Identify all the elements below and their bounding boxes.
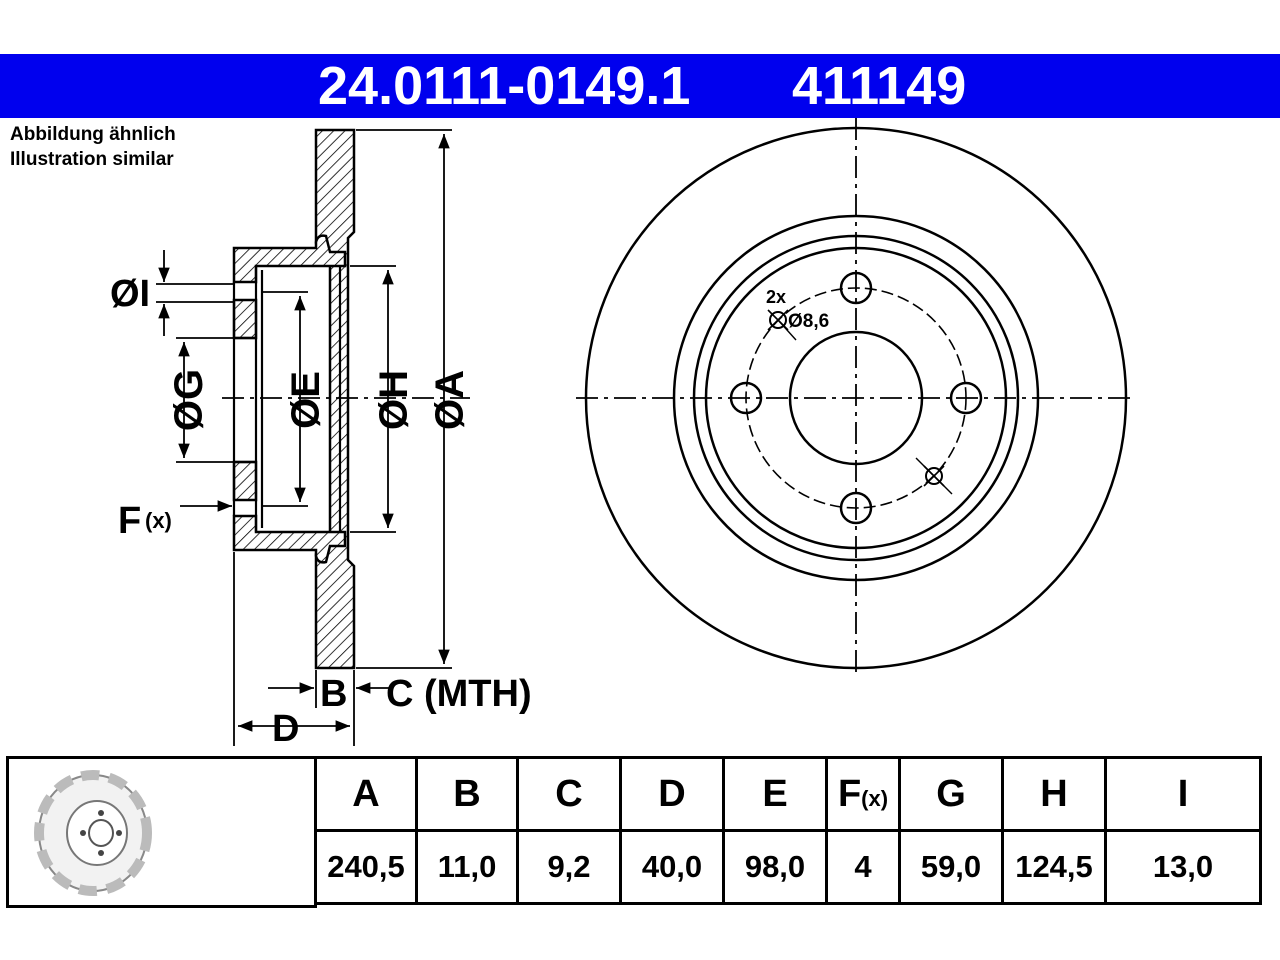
label-f-sub: (x) [145, 508, 172, 533]
label-b: B [320, 673, 347, 715]
header-f-cell: F(x) [825, 756, 901, 832]
technical-drawing: ØA ØH ØE ØG ØI F (x) B C (MTH) D [110, 118, 1136, 750]
header-c: C [516, 756, 622, 832]
label-dia-e: ØE [284, 371, 328, 429]
label-c: C (MTH) [386, 673, 532, 715]
label-hole-dia: Ø8,6 [788, 311, 829, 332]
header-d: D [619, 756, 725, 832]
value-c: 9,2 [516, 829, 622, 905]
product-thumbnail-cell [6, 756, 317, 908]
value-e: 98,0 [722, 829, 828, 905]
note-english: Illustration similar [10, 149, 174, 170]
value-g: 59,0 [898, 829, 1004, 905]
hat-lower-section [232, 514, 347, 564]
value-a: 240,5 [314, 829, 418, 905]
header-f: F [837, 772, 862, 815]
header-h: H [1001, 756, 1107, 832]
value-f: 4 [825, 829, 901, 905]
note-german: Abbildung ähnlich [10, 124, 176, 145]
small-hole [769, 311, 787, 329]
label-d: D [272, 708, 299, 750]
article-number: 24.0111-0149.1 [318, 56, 691, 116]
specification-table: A B C D E F(x) G H I 240,5 11,0 9,2 40,0… [314, 756, 1262, 905]
value-b: 11,0 [415, 829, 519, 905]
value-h: 124,5 [1001, 829, 1107, 905]
disc-thumbnail-icon [34, 770, 152, 896]
product-code: 411149 [792, 56, 967, 116]
small-hole [925, 467, 943, 485]
header-e: E [722, 756, 828, 832]
hat-upper-section [232, 234, 347, 284]
bolt-hole [949, 381, 983, 415]
header-f-sub: (x) [861, 785, 889, 811]
value-d: 40,0 [619, 829, 725, 905]
label-dia-g: ØG [167, 369, 211, 431]
label-hole-count: 2x [766, 287, 786, 307]
label-dia-a: ØA [428, 370, 472, 430]
header-i: I [1104, 756, 1262, 832]
header-b: B [415, 756, 519, 832]
label-f: F [118, 500, 141, 542]
hub-lower-section [232, 460, 258, 502]
label-dia-h: ØH [372, 370, 416, 430]
hub-upper-section [232, 298, 258, 340]
header-g: G [898, 756, 1004, 832]
title-banner: 24.0111-0149.1 411149 [0, 54, 1280, 118]
front-view [576, 118, 1136, 678]
bolt-hole [839, 491, 873, 525]
label-dia-i: ØI [110, 273, 150, 315]
value-i: 13,0 [1104, 829, 1262, 905]
header-a: A [314, 756, 418, 832]
